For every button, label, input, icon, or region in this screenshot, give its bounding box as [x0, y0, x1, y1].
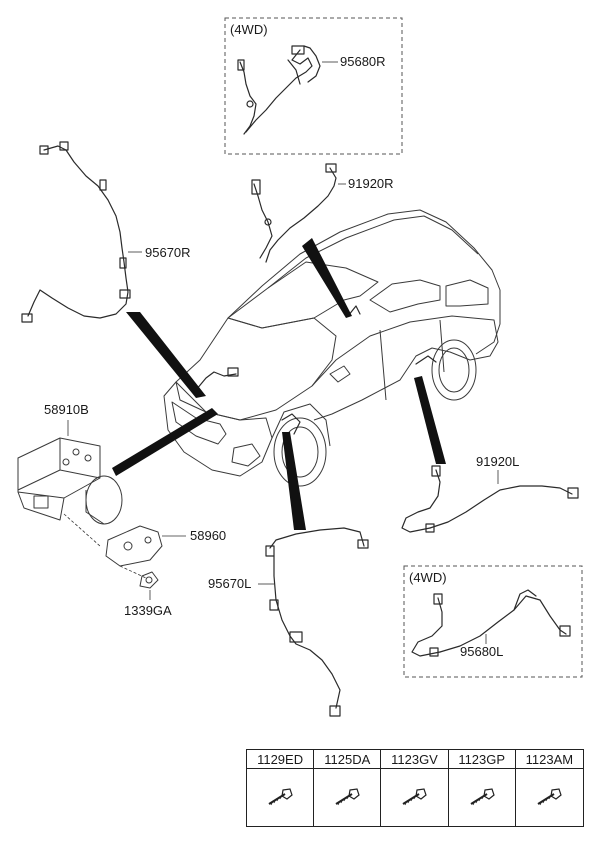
fastener-header: 1123GV [381, 750, 449, 769]
rear-sensor-left-4wd [411, 589, 571, 657]
vehicle-suv [163, 209, 501, 487]
sensor-95670R: 95670R [21, 141, 191, 323]
fastener-header: 1129ED [247, 750, 315, 769]
label-95670R: 95670R [145, 245, 191, 260]
fastener-header: 1123GP [448, 750, 516, 769]
lower-4wd-tag: (4WD) [409, 570, 447, 585]
nut-1339GA: 1339GA [124, 571, 172, 618]
pointer-91920R [302, 238, 352, 318]
pointer-95670L [282, 432, 306, 530]
pointer-91920L [414, 376, 446, 464]
pointer-wedges [112, 238, 446, 530]
cable-91920R: 91920R [251, 163, 394, 263]
bolt-icon [537, 787, 563, 805]
label-95680L: 95680L [460, 644, 503, 659]
fastener-header: 1125DA [314, 750, 382, 769]
bolt-cell [449, 769, 516, 826]
label-58910B: 58910B [44, 402, 89, 417]
cable-91920L: 91920L [401, 454, 579, 533]
upper-4wd-tag: (4WD) [230, 22, 268, 37]
sensor-95670L: 95670L [208, 527, 369, 717]
upper-4wd-box: (4WD) 95680R [224, 17, 403, 155]
bolt-icon [470, 787, 495, 805]
fastener-table: 1129ED 1125DA 1123GV 1123GP 1123AM [246, 749, 584, 827]
bolt-cell [516, 769, 583, 826]
bolt-icon [402, 787, 428, 805]
rear-sensor-right-4wd [237, 45, 321, 135]
hecu-58910B: 58910B [17, 402, 123, 525]
pointer-58910B [112, 408, 218, 476]
pointer-95670R [126, 312, 206, 398]
label-91920R: 91920R [348, 176, 394, 191]
label-58960: 58960 [190, 528, 226, 543]
bolt-icon [268, 787, 293, 805]
bracket-58960: 58960 [63, 513, 226, 579]
bolt-cell [247, 769, 315, 826]
fastener-header: 1123AM [515, 750, 583, 769]
label-95670L: 95670L [208, 576, 251, 591]
label-91920L: 91920L [476, 454, 519, 469]
label-95680R: 95680R [340, 54, 386, 69]
bolt-cell [314, 769, 382, 826]
label-1339GA: 1339GA [124, 603, 172, 618]
lower-4wd-box: (4WD) 95680L [403, 565, 583, 678]
bolt-icon [335, 787, 360, 805]
bolt-cell [381, 769, 449, 826]
